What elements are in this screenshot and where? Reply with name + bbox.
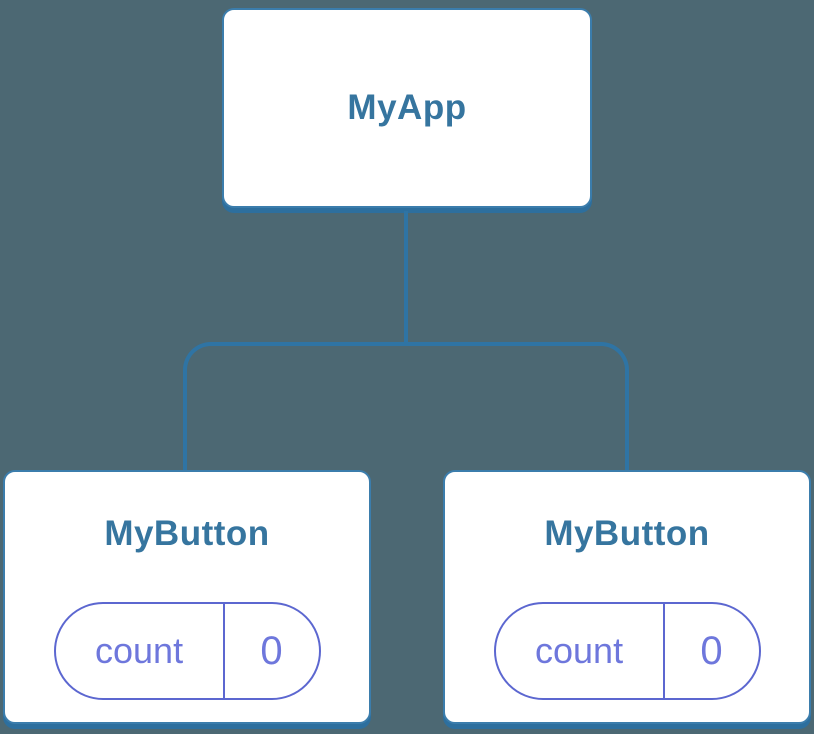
component-node-mybutton-2: MyButton count 0 (443, 470, 811, 724)
tree-connector-stem (404, 211, 408, 344)
node-title: MyButton (104, 514, 270, 553)
state-key-label: count (56, 604, 225, 698)
node-title: MyButton (544, 514, 710, 553)
state-key-label: count (496, 604, 665, 698)
state-value: 0 (260, 628, 283, 673)
state-value: 0 (700, 628, 723, 673)
node-title: MyApp (347, 88, 467, 127)
state-pill: count 0 (53, 602, 321, 700)
component-node-myapp: MyApp (222, 8, 592, 208)
component-node-mybutton-1: MyButton count 0 (3, 470, 371, 724)
state-pill: count 0 (493, 602, 761, 700)
tree-connector-bracket (183, 342, 629, 470)
